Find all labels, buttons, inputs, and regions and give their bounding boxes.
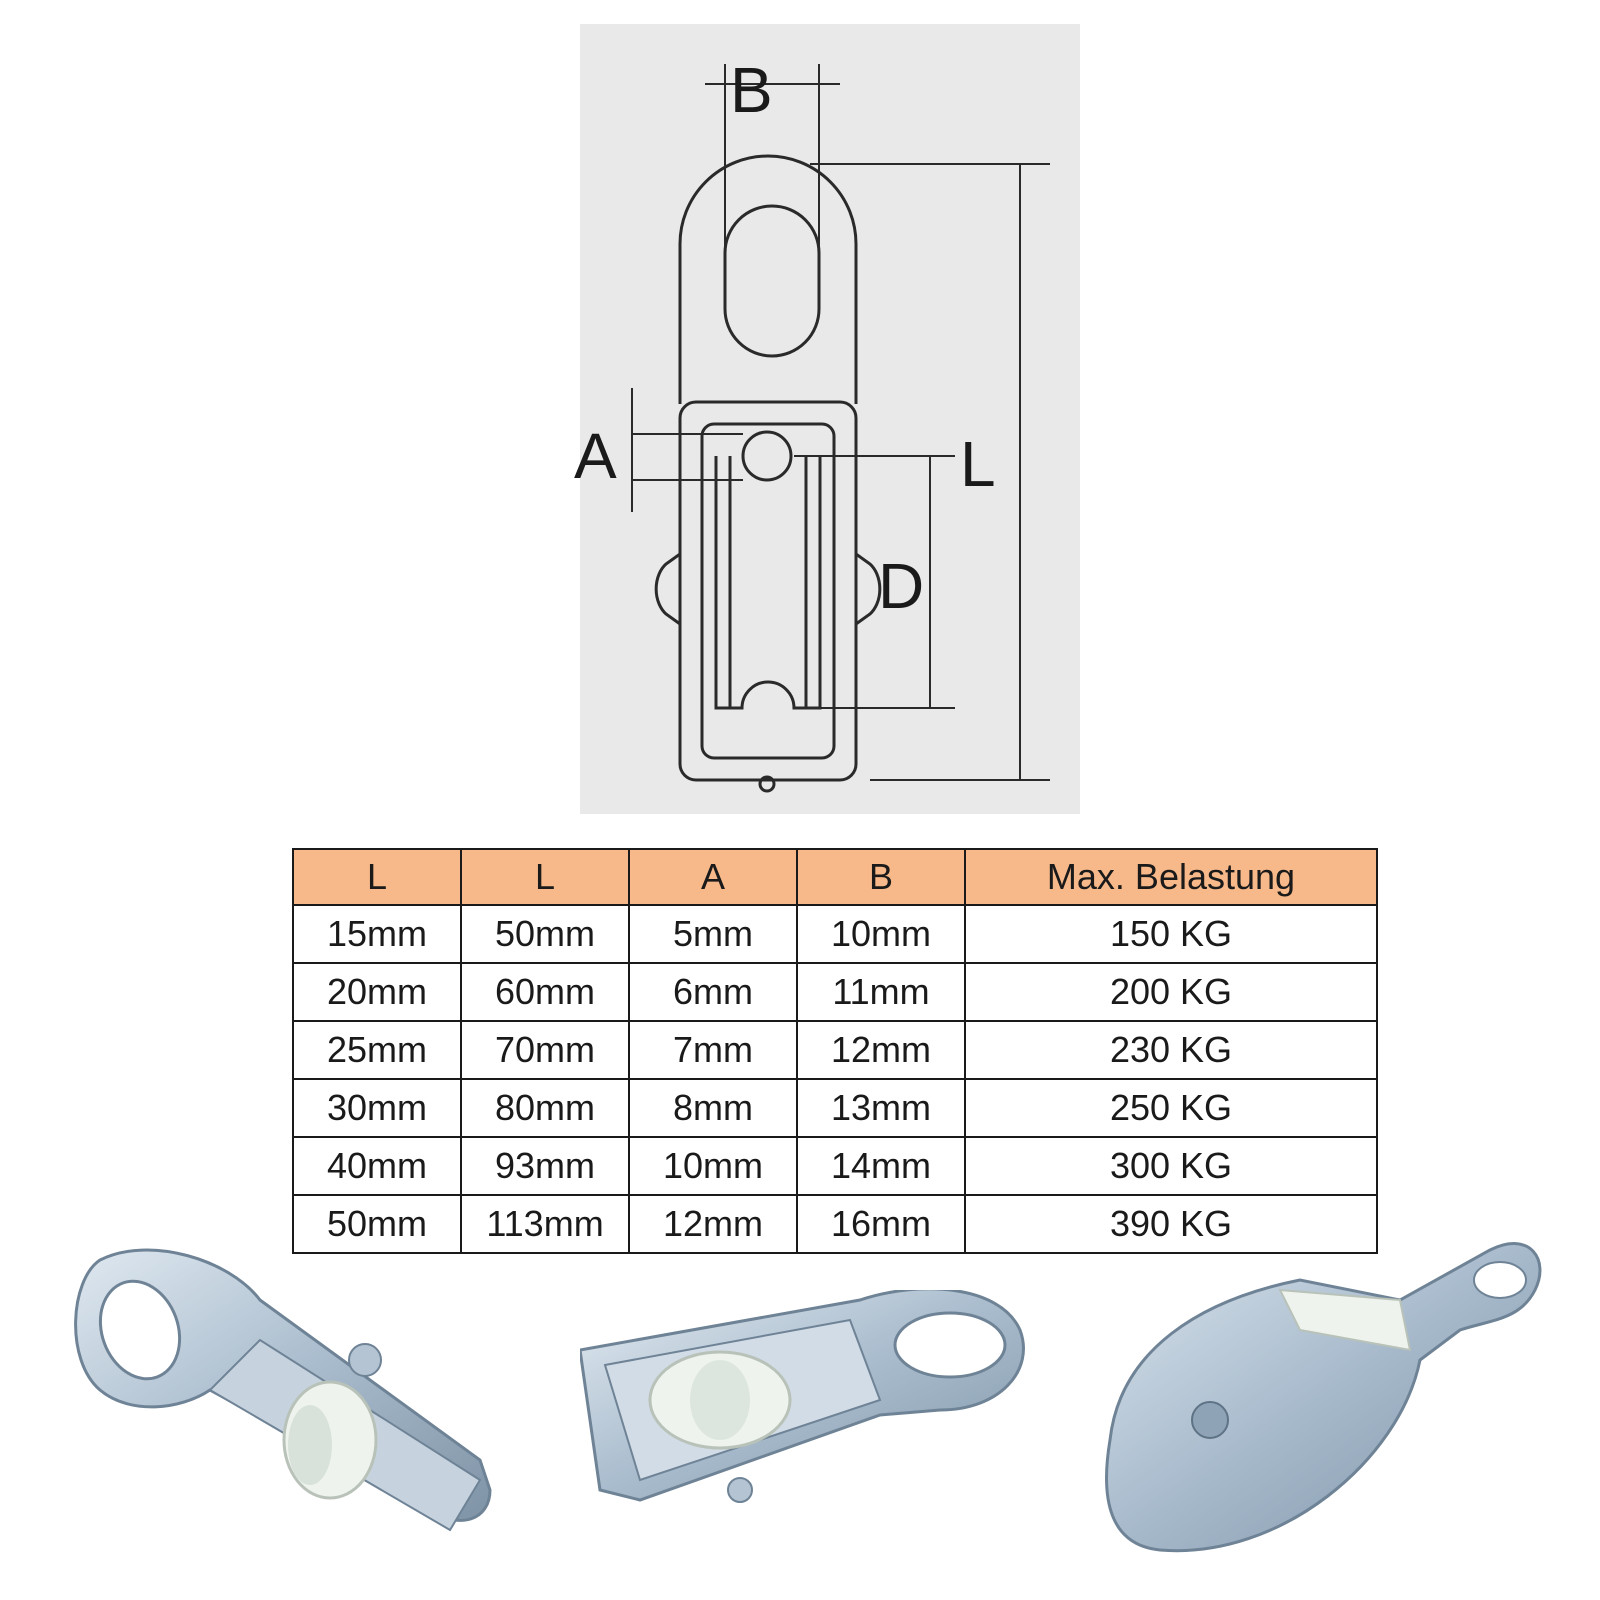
spec-table: L L A B Max. Belastung 15mm 50mm 5mm 10m… [292,848,1378,1254]
header-cell: L [460,848,630,906]
table-cell: 113mm [460,1194,630,1254]
table-row: 15mm 50mm 5mm 10mm 150 KG [292,904,1378,964]
header-cell: Max. Belastung [964,848,1378,906]
table-cell: 7mm [628,1020,798,1080]
pulley-eye-left-photo [74,1248,492,1532]
dimension-label-l: L [960,428,996,500]
table-cell: 30mm [292,1078,462,1138]
technical-diagram: B A L D [574,24,1080,814]
table-cell: 12mm [796,1020,966,1080]
table-cell: 70mm [460,1020,630,1080]
table-row: 20mm 60mm 6mm 11mm 200 KG [292,962,1378,1022]
table-cell: 50mm [460,904,630,964]
body-inner [700,422,836,760]
table-cell: 40mm [292,1136,462,1196]
header-cell: B [796,848,966,906]
table-cell: 5mm [628,904,798,964]
table-cell: 12mm [628,1194,798,1254]
table-cell: 80mm [460,1078,630,1138]
eye-hole [723,204,821,358]
table-cell: 14mm [796,1136,966,1196]
header-cell: A [628,848,798,906]
table-row: 25mm 70mm 7mm 12mm 230 KG [292,1020,1378,1080]
table-cell: 60mm [460,962,630,1022]
dimension-label-d: D [878,550,925,622]
table-cell: 150 KG [964,904,1378,964]
table-cell: 10mm [796,904,966,964]
pulley-drawing [631,64,1050,793]
dimension-label-a: A [574,420,617,492]
table-cell: 10mm [628,1136,798,1196]
table-row: 40mm 93mm 10mm 14mm 300 KG [292,1136,1378,1196]
table-cell: 300 KG [964,1136,1378,1196]
table-cell: 390 KG [964,1194,1378,1254]
right-boss [855,552,882,626]
table-cell: 25mm [292,1020,462,1080]
body-outline [678,400,858,782]
table-row: 30mm 80mm 8mm 13mm 250 KG [292,1078,1378,1138]
eye-outline [678,154,858,404]
left-boss [654,552,681,626]
wheel-outline [714,456,822,710]
table-cell: 200 KG [964,962,1378,1022]
dimension-label-b: B [730,54,773,126]
table-cell: 8mm [628,1078,798,1138]
table-cell: 16mm [796,1194,966,1254]
table-cell: 20mm [292,962,462,1022]
pulley-back-photo [1105,1242,1542,1553]
table-cell: 15mm [292,904,462,964]
table-cell: 250 KG [964,1078,1378,1138]
table-cell: 13mm [796,1078,966,1138]
table-cell: 93mm [460,1136,630,1196]
header-cell: L [292,848,462,906]
table-cell: 230 KG [964,1020,1378,1080]
bottom-rivet [758,775,776,793]
pulley-front-photo [580,1290,1025,1503]
table-row: 50mm 113mm 12mm 16mm 390 KG [292,1194,1378,1254]
table-cell: 11mm [796,962,966,1022]
table-cell: 50mm [292,1194,462,1254]
axle-pin [741,430,793,482]
table-cell: 6mm [628,962,798,1022]
table-header-row: L L A B Max. Belastung [292,848,1378,906]
